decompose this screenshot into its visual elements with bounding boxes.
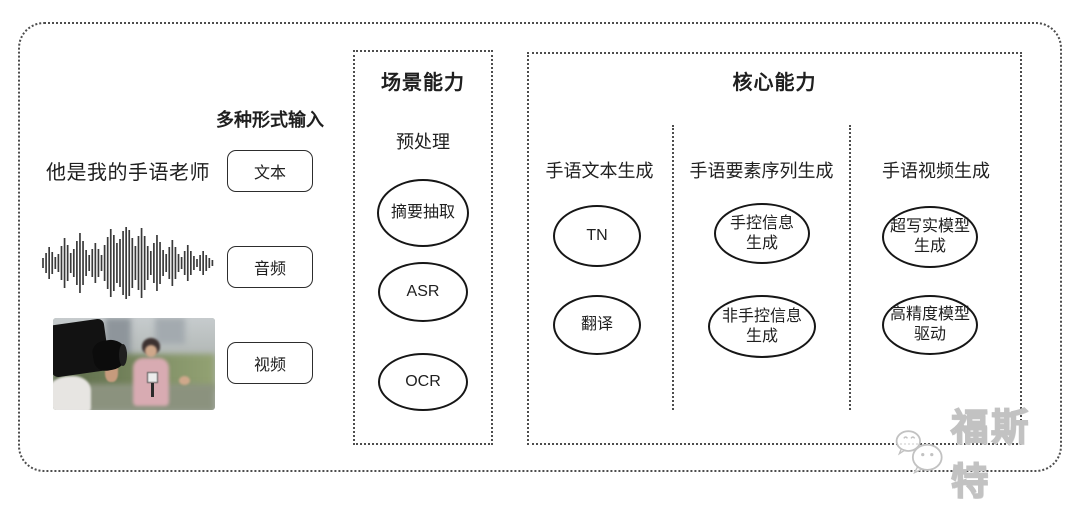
column-header-video-generation: 手语视频生成 [882,161,990,181]
audio-waveform-icon [40,225,216,301]
node-label: OCR [405,373,441,390]
node-non-manual-info-generation: 非手控信息 生成 [708,295,816,358]
node-label: 手控信息 生成 [729,214,794,252]
node-label: 高精度模型 驱动 [889,306,970,343]
scene-capability-box [353,50,493,445]
node-high-precision-model-driving: 高精度模型 驱动 [882,295,978,355]
node-tn: TN [553,205,641,267]
core-capability-title: 核心能力 [732,72,817,94]
photo-reporter-face [145,345,157,357]
input-type-box-text: 文本 [227,150,313,192]
video-photo-thumbnail [53,318,215,410]
input-type-box-video: 视频 [227,342,313,384]
column-header-element-sequence-generation: 手语要素序列生成 [689,161,834,181]
wechat-bubbles-icon [895,430,943,475]
node-label: 翻译 [580,316,613,333]
input-type-label: 视频 [253,357,286,374]
input-type-label: 文本 [253,165,286,182]
preprocess-label: 预处理 [396,132,450,152]
core-capability-box [527,52,1022,445]
photo-microphone [147,372,158,383]
node-ocr: OCR [378,353,468,411]
photo-camera-lens-ring [119,344,127,366]
photo-reporter-hand [179,376,190,385]
watermark: 福斯特 [893,406,1063,503]
scene-capability-title: 场景能力 [381,72,465,94]
column-header-text-generation: 手语文本生成 [545,161,654,181]
outer-border-frame [18,22,1062,472]
watermark-text: 福斯特 [950,406,1032,503]
column-divider [672,125,674,410]
photo-microphone-handle [151,383,154,397]
photo-cameraman-shirt [53,376,91,410]
node-label: ASR [406,283,440,300]
node-label: 非手控信息 生成 [721,307,802,345]
column-divider [849,125,851,410]
node-label: 超写实模型 生成 [889,218,970,255]
sample-sentence-text: 他是我的手语老师 [46,162,210,184]
node-label: TN [586,227,608,244]
node-label: 摘要抽取 [390,204,455,221]
node-hyperrealistic-model-generation: 超写实模型 生成 [882,206,978,268]
input-section-title: 多种形式输入 [216,110,324,130]
photo-building [155,318,185,344]
input-type-label: 音频 [253,261,286,278]
input-type-box-audio: 音频 [227,246,313,288]
node-asr: ASR [378,262,468,322]
node-manual-info-generation: 手控信息 生成 [714,203,810,264]
node-translation: 翻译 [553,295,641,355]
node-summary-extraction: 摘要抽取 [377,179,469,247]
